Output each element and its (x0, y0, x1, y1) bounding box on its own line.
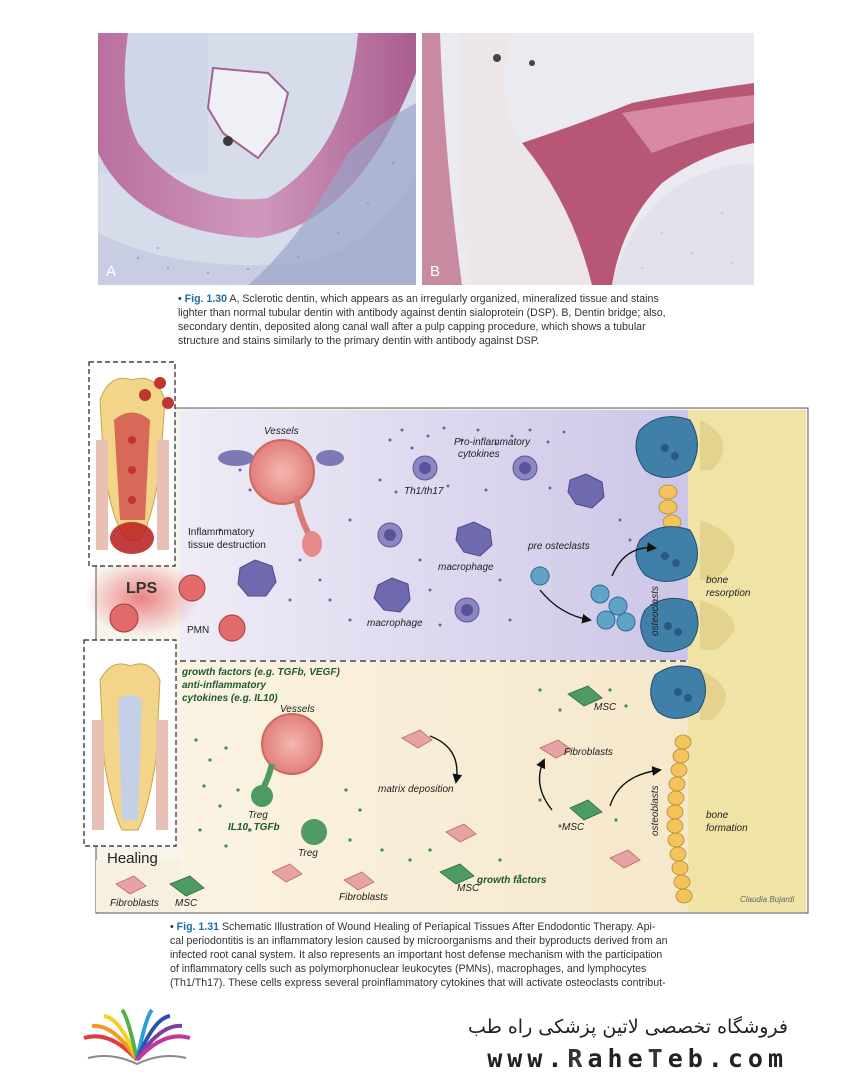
label-growth-factors-bm: growth factors (477, 875, 547, 886)
store-name: فروشگاه تخصصی لاتین پزشکی راه طب (468, 1016, 788, 1038)
fig131-caption: • Fig. 1.31 Schematic Illustration of Wo… (170, 920, 730, 990)
label-osteoblasts: osteoblasts (650, 785, 661, 836)
label-bone-formation-1: bone (706, 810, 729, 821)
fig130-caption-line3: secondary dentin, deposited along canal … (178, 321, 646, 333)
fig131-caption-title: Schematic Illustration of Wound Healing … (219, 921, 635, 933)
label-pre-osteoclasts: pre osteclasts (528, 541, 590, 552)
url-suffix: eb.com (667, 1044, 788, 1073)
label-growth-factors-1: growth factors (e.g. TGFb, VEGF) (182, 667, 340, 678)
fig130-caption-line4: structure and stains similarly to the pr… (178, 335, 540, 347)
label-lps: LPS (126, 580, 158, 597)
fig131-caption-line4: of inflammatory cells such as polymorpho… (170, 963, 647, 975)
label-fibroblasts-mid: Fibroblasts (564, 747, 613, 758)
label-treg-1: Treg (248, 810, 268, 821)
label-bone-resorption-1: bone (706, 575, 729, 586)
label-pmn: PMN (187, 625, 210, 636)
fig130-caption-line1: A, Sclerotic dentin, which appears as an… (227, 293, 659, 305)
panel-a-letter: A (106, 263, 117, 280)
fig131-caption-fig: Fig. 1.31 (176, 921, 220, 933)
label-tissue-destruction: tissue destruction (188, 540, 266, 551)
label-osteoclasts: osteoclasts (650, 585, 661, 636)
label-healing: Healing (107, 850, 158, 867)
fig131-caption-line5: (Th1/Th17). These cells express several … (170, 977, 666, 989)
label-msc-mid: MSC (562, 822, 585, 833)
label-vessels-top: Vessels (264, 426, 299, 437)
fig131-caption-title-tail: Api- (634, 921, 656, 933)
label-vessels-bottom: Vessels (280, 704, 315, 715)
fig131-caption-line2: cal periodontitis is an inflammatory les… (170, 935, 668, 947)
artist-signature: Claudia Bujardi (740, 895, 795, 904)
fig130-caption-line2: lighter than normal tubular dentin with … (178, 307, 666, 319)
url-t: T (647, 1044, 668, 1073)
label-macrophage-mid: macrophage (438, 562, 494, 573)
label-growth-factors-3: cytokines (e.g. IL10) (182, 693, 278, 704)
label-matrix-deposition: matrix deposition (378, 784, 454, 795)
store-url[interactable]: www.RaheTeb.com (487, 1044, 788, 1073)
label-msc-bl: MSC (175, 898, 198, 909)
label-fibroblasts-bm: Fibroblasts (339, 892, 388, 903)
micrograph-b: B (422, 33, 754, 285)
label-treg-2: Treg (298, 848, 318, 859)
label-fibroblasts-bl: Fibroblasts (110, 898, 159, 909)
url-r: R (567, 1044, 588, 1073)
label-inflammatory: Inflammmatory (188, 527, 255, 538)
label-macrophage-low: macrophage (367, 618, 423, 629)
url-prefix: www. (487, 1044, 568, 1073)
url-mid: ahe (587, 1044, 648, 1073)
fig130-caption-fig: Fig. 1.30 (184, 293, 228, 305)
fig131-caption-line3: infected root canal system. It also repr… (170, 949, 663, 961)
micrograph-a: A (98, 33, 416, 285)
label-bone-formation-2: formation (706, 823, 748, 834)
label-th1-th17: Th1/th17 (404, 486, 444, 497)
caption-fade (0, 988, 844, 1006)
label-il10-tgfb: IL10, TGFb (228, 822, 280, 833)
label-proinflammatory: Pro-inflammatory (454, 437, 531, 448)
label-msc-bm: MSC (457, 883, 480, 894)
panel-b-letter: B (430, 263, 441, 280)
label-cytokines: cytokines (458, 449, 500, 460)
label-bone-resorption-2: resorption (706, 588, 751, 599)
fig130-caption: • Fig. 1.30 A, Sclerotic dentin, which a… (178, 292, 738, 348)
label-msc-top: MSC (594, 702, 617, 713)
book-logo-icon (78, 1008, 196, 1068)
label-growth-factors-2: anti-inflammatory (182, 680, 266, 691)
